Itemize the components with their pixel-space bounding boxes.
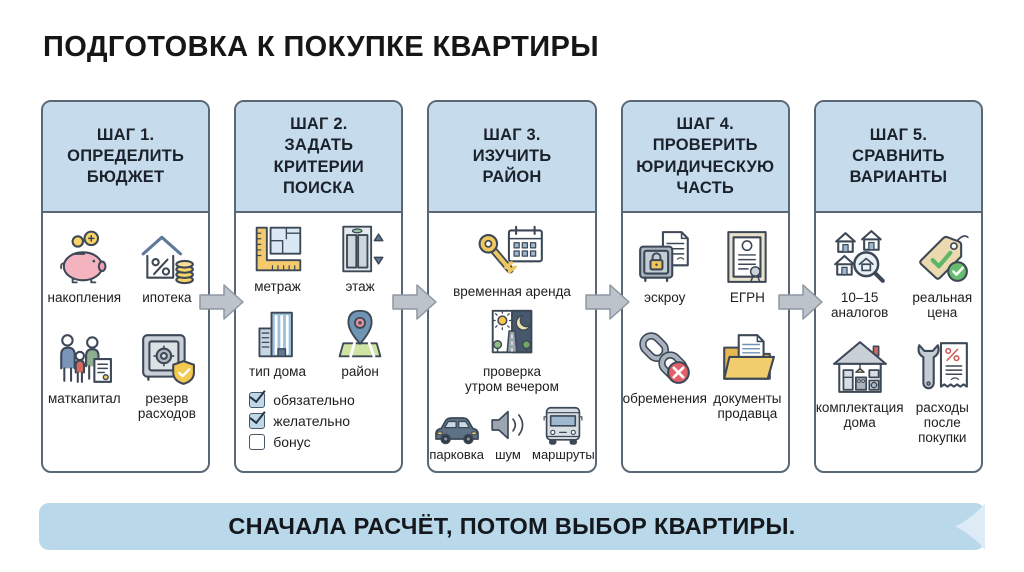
item-label: маткапитал [47,391,121,407]
key-calendar-icon [478,225,543,274]
step-1-body: накопления [43,213,208,471]
house-appliances-icon [832,341,887,394]
checkbox-label: обязательно [273,392,355,409]
checklist-row: обязательно [249,392,401,409]
criteria-checklist: обязательно желательно бонус [236,392,401,451]
ruler-floorplan-icon [255,226,301,272]
day-night-road-icon [491,309,533,354]
step-card-4: ШАГ 4. ПРОВЕРИТЬ ЮРИДИЧЕСКУЮ ЧАСТЬ [620,100,790,473]
item-label: ипотека [142,290,192,305]
item-label: расходы после покупки [915,400,969,446]
elevator-icon [342,225,384,273]
family-certificate-icon [60,334,113,383]
step-card-1: ШАГ 1. ОПРЕДЕЛИТЬ БЮДЖЕТ [41,100,211,473]
info-item: парковка [429,404,484,463]
safe-shield-icon [142,334,195,386]
houses-magnifier-icon [833,230,885,283]
item-label: ЕГРН [729,290,765,305]
item-label: накопления [47,290,122,305]
arrow-icon [585,284,630,320]
price-tag-check-icon [919,235,970,282]
car-icon [434,417,479,445]
info-item: комплектация дома [816,338,904,445]
item-label: комплектация дома [815,400,904,431]
checkbox-icon [249,413,266,430]
piggy-bank-icon [60,230,107,284]
info-item: эскроу [636,228,694,305]
item-label: обременения [622,391,707,407]
item-label: эскроу [644,290,686,305]
info-item: тип дома [249,308,306,379]
banner-text: СНАЧАЛА РАСЧЁТ, ПОТОМ ВЫБОР КВАРТИРЫ. [228,513,796,539]
step-card-5: ШАГ 5. СРАВНИТЬ ВАРИАНТЫ [813,100,984,473]
info-item: расходы после покупки [913,338,971,445]
checkbox-label: желательно [273,413,351,430]
info-item: проверка утром вечером [465,306,559,394]
step-4-body: эскроу ЕГРН [623,213,788,471]
steps-row: ШАГ 1. ОПРЕДЕЛИТЬ БЮДЖЕТ [41,100,984,473]
checkbox-label: бонус [273,434,311,451]
step-5-header: ШАГ 5. СРАВНИТЬ ВАРИАНТЫ [815,102,982,213]
item-label: проверка утром вечером [465,364,559,395]
step-4-header: ШАГ 4. ПРОВЕРИТЬ ЮРИДИЧЕСКУЮ ЧАСТЬ [622,102,788,213]
arrow-icon [778,284,823,320]
bottom-banner: СНАЧАЛА РАСЧЁТ, ПОТОМ ВЫБОР КВАРТИРЫ. [39,503,985,550]
item-label: парковка [429,447,484,463]
info-item: временная аренда [453,222,571,299]
info-item: шум [488,404,528,463]
info-item: метраж [252,223,304,294]
item-label: временная аренда [453,284,571,299]
item-label: реальная цена [912,290,973,321]
arrow-icon [199,284,244,320]
wrench-receipt-icon [917,342,969,390]
item-label: район [341,364,379,380]
bus-icon [543,407,583,446]
checkbox-icon [249,434,266,451]
info-item: резерв расходов [138,329,196,421]
chain-cross-icon [639,332,690,385]
item-label: 10–15 аналогов [831,290,889,321]
info-item: ЕГРН [718,228,776,305]
info-item: маткапитал [48,329,121,421]
checklist-row: бонус [249,434,401,451]
info-item: район [334,308,386,379]
item-label: маршруты [532,447,595,463]
item-label: метраж [254,279,301,294]
item-label: шум [495,447,521,463]
item-label: тип дома [249,364,306,380]
step-card-3: ШАГ 3. ИЗУЧИТЬ РАЙОН [427,100,597,473]
info-item: обременения [623,329,707,421]
step-card-2: ШАГ 2. ЗАДАТЬ КРИТЕРИИ ПОИСКА метраж [234,100,404,473]
page-title: ПОДГОТОВКА К ПОКУПКЕ КВАРТИРЫ [43,31,600,63]
info-item: этаж [334,223,386,294]
step-2-header: ШАГ 2. ЗАДАТЬ КРИТЕРИИ ПОИСКА [236,102,402,213]
escrow-safe-document-icon [638,231,689,282]
info-item: 10–15 аналогов [831,228,889,320]
building-icon [258,311,293,358]
item-label: резерв расходов [137,391,196,422]
checklist-row: желательно [249,413,401,430]
item-label: этаж [345,279,375,294]
info-item: реальная цена [912,228,972,320]
item-label: документы продавца [713,391,782,422]
transport-row: парковка шум [429,404,595,463]
step-1-header: ШАГ 1. ОПРЕДЕЛИТЬ БЮДЖЕТ [43,102,209,213]
info-item: документы продавца [713,329,781,421]
folder-documents-icon [723,334,776,380]
certificate-seal-icon [727,231,768,283]
step-5-body: 10–15 аналогов реальная цена [816,213,981,471]
ribbon-fold-icon [955,503,985,550]
checkbox-icon [249,392,266,409]
arrow-icon [392,284,437,320]
info-item: ипотека [138,228,196,305]
step-3-body: временная аренда [429,213,595,471]
mortgage-house-icon [141,235,194,285]
speaker-icon [491,411,524,440]
info-item: маршруты [532,404,595,463]
step-2-body: метраж этаж [236,213,401,471]
map-pin-icon [338,309,382,358]
info-item: накопления [47,228,122,305]
step-3-header: ШАГ 3. ИЗУЧИТЬ РАЙОН [429,102,595,213]
